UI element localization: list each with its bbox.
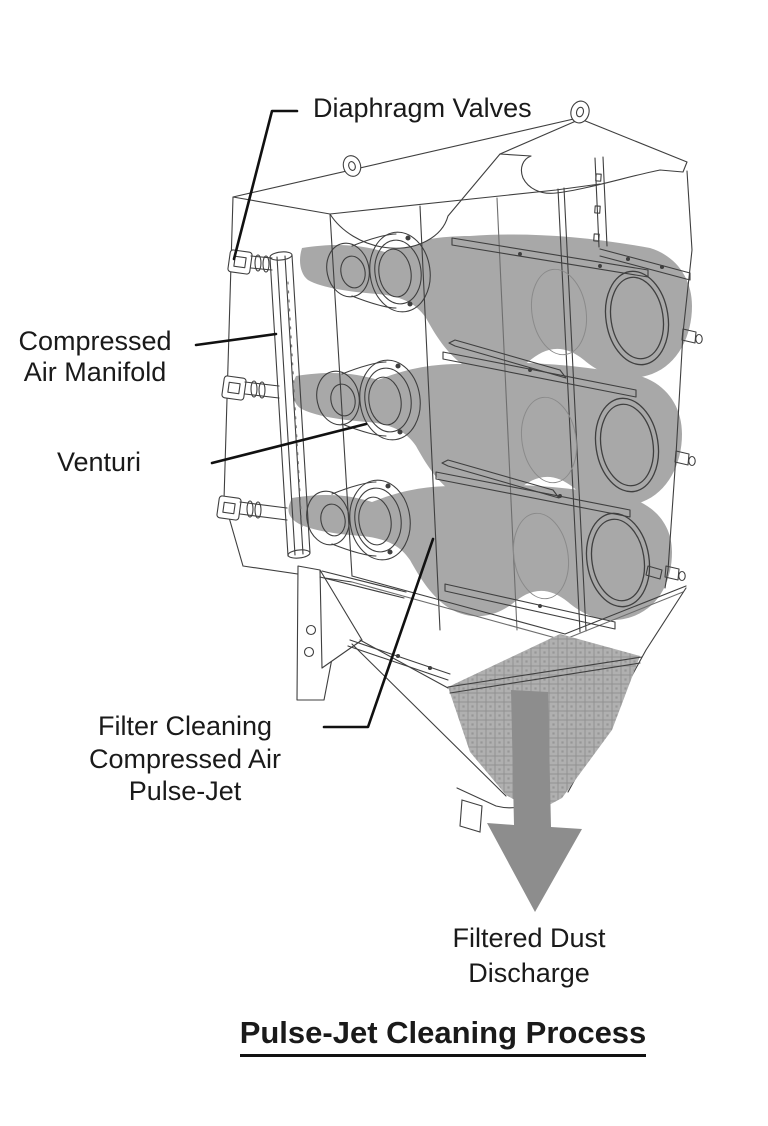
- roof-panel: [232, 100, 688, 249]
- filtered-dust-discharge-label: Filtered Dust Discharge: [400, 921, 658, 991]
- compressed-air-manifold-label-line2: Air Manifold: [23, 357, 167, 387]
- leader-diaphragm-valves: [232, 109, 299, 261]
- pulse-jet-label-line2: Compressed Air: [88, 743, 282, 774]
- diaphragm-valve: [221, 375, 280, 401]
- pulse-jet-label-line3: Pulse-Jet: [128, 776, 242, 806]
- hopper-joint-lines: [447, 656, 643, 833]
- diagram-title-text: Pulse-Jet Cleaning Process: [239, 1015, 647, 1057]
- pulse-jet-air-plumes: [288, 234, 692, 621]
- filtered-dust-discharge-label-line2: Discharge: [468, 958, 590, 988]
- filter-cartridge-opening: [594, 397, 660, 493]
- diagram-title: Pulse-Jet Cleaning Process: [210, 1015, 676, 1057]
- venturi-assembly: [316, 359, 421, 441]
- venturi-label: Venturi: [56, 447, 142, 477]
- discharge-arrow-icon: [487, 690, 582, 912]
- pulse-jet-plume-row2: [292, 362, 682, 507]
- leader-venturi: [210, 422, 368, 465]
- venturi-assembly: [326, 231, 431, 313]
- mounting-tab-icon: [674, 450, 696, 467]
- leader-pulse-jet: [322, 537, 435, 729]
- pulse-jet-label-line1: Filter Cleaning: [97, 711, 273, 741]
- compressed-air-manifold-label-line1: Compressed: [18, 326, 172, 356]
- filter-cartridge-opening: [604, 270, 670, 366]
- support-rails: [435, 237, 649, 630]
- compressed-air-manifold-label: Compressed Air Manifold: [0, 326, 190, 388]
- right-side-edge: [664, 170, 703, 589]
- pulse-jet-plume-row1: [300, 234, 692, 379]
- lifting-eye-icon: [342, 155, 362, 177]
- pulse-jet-plume-row3: [288, 484, 672, 621]
- panel-hole-arcs: [512, 268, 588, 600]
- diaphragm-valves-label: Diaphragm Valves: [313, 93, 532, 123]
- venturi-assembly: [306, 479, 411, 561]
- mounting-tab-icon: [681, 328, 703, 345]
- pulse-jet-label: Filter Cleaning Compressed Air Pulse-Jet: [58, 710, 312, 808]
- filtered-dust-discharge-label-line1: Filtered Dust: [452, 923, 606, 953]
- support-leg: [296, 565, 451, 701]
- lifting-eye-icon: [570, 100, 590, 124]
- mounting-tab-icon: [664, 565, 686, 582]
- back-corner-post: [593, 156, 691, 281]
- diaphragm-valve: [216, 495, 288, 521]
- leader-compressed-air-manifold: [194, 332, 278, 347]
- compressed-air-manifold: [269, 251, 311, 559]
